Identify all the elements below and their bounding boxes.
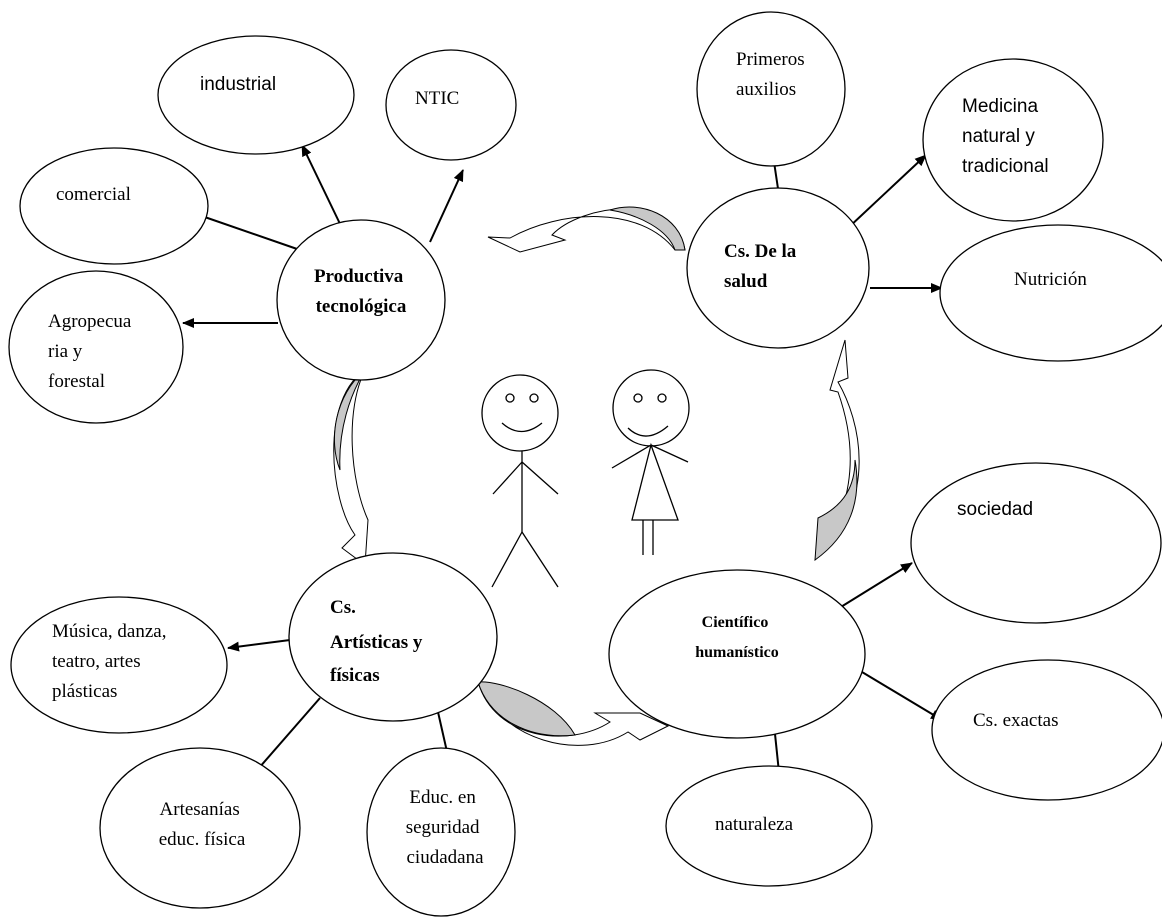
leaf-artesanias-line-2: educ. física: [159, 829, 246, 850]
curved-arrow-salud-to-productiva: [487, 206, 686, 253]
hub-artisticas: Cs. Artísticas y físicas: [288, 552, 498, 722]
leaf-educ-seguridad-line-1: Educ. en: [409, 787, 476, 808]
leaf-agropecuaria-line-2: ria y: [48, 341, 83, 362]
leaf-ntic-label: NTIC: [415, 88, 459, 109]
leaf-artesanias: Artesanías educ. física: [99, 747, 301, 909]
svg-text:Música, danza, teatro, a: Música, danza, teatro, artes plásticas: [52, 621, 171, 702]
leaf-musica-line-1: Música, danza,: [52, 621, 166, 642]
arrow-to-medicina: [847, 154, 927, 229]
girl-figure: [611, 369, 690, 555]
leaf-artesanias-line-1: Artesanías: [160, 799, 240, 820]
leaf-primeros-auxilios: Primeros auxilios: [696, 11, 846, 167]
leaf-educ-seguridad-line-3: ciudadana: [406, 847, 484, 868]
connectors: [182, 134, 943, 785]
svg-text:Cs. Artísticas y f: Cs. Artísticas y físicas: [330, 597, 427, 686]
curved-arrow-cientifico-to-salud: [814, 339, 860, 562]
hub-cientifico-line-1: Científico: [702, 614, 769, 631]
svg-text:naturaleza: naturaleza: [715, 814, 794, 835]
leaf-medicina-line-2: natural y: [962, 126, 1035, 147]
arrow-to-industrial: [301, 144, 343, 229]
svg-text:Productiva tecnológica: Productiva tecnológica: [314, 266, 408, 317]
hub-artisticas-line-1: Cs.: [330, 597, 356, 618]
hub-salud-line-2: salud: [724, 271, 768, 292]
leaf-agropecuaria: Agropecua ria y forestal: [8, 270, 184, 424]
hub-cientifico: Científico humanístico: [608, 569, 866, 739]
svg-text:Cs. De la salud: Cs. De la salud: [724, 241, 801, 292]
svg-text:sociedad: sociedad: [957, 499, 1033, 520]
leaf-musica: Música, danza, teatro, artes plásticas: [10, 596, 228, 734]
svg-text:Medicina natural y: Medicina natural y tradicional: [962, 96, 1049, 177]
svg-text:Nutrición: Nutrición: [1014, 269, 1087, 290]
leaf-educ-seguridad: Educ. en seguridad ciudadana: [366, 747, 516, 917]
hub-artisticas-line-3: físicas: [330, 665, 380, 686]
boy-figure: [481, 374, 559, 588]
leaf-medicina-line-3: tradicional: [962, 156, 1049, 177]
leaf-primeros-auxilios-line-2: auxilios: [736, 79, 796, 100]
leaf-naturaleza: naturaleza: [665, 765, 873, 887]
svg-text:NTIC: NTIC: [415, 88, 459, 109]
leaf-naturaleza-label: naturaleza: [715, 814, 794, 835]
arrow-to-musica: [227, 639, 291, 652]
svg-text:industrial: industrial: [200, 74, 276, 95]
leaf-nutricion: Nutrición: [939, 224, 1162, 362]
leaf-industrial: industrial: [157, 35, 355, 155]
svg-text:Artesanías educ. física: Artesanías educ. física: [159, 799, 246, 850]
curved-arrow-productiva-to-artisticas: [333, 368, 369, 566]
hub-salud: Cs. De la salud: [686, 187, 870, 349]
leaf-primeros-auxilios-line-1: Primeros: [736, 49, 805, 70]
leaf-industrial-label: industrial: [200, 74, 276, 95]
svg-text:Educ. en seguridad: Educ. en seguridad ciudadana: [406, 787, 485, 868]
leaf-educ-seguridad-line-2: seguridad: [406, 817, 480, 838]
arrow-to-comercial: [195, 212, 301, 251]
svg-text:Cs. exactas: Cs. exactas: [973, 710, 1058, 731]
leaf-nutricion-label: Nutrición: [1014, 269, 1087, 290]
svg-text:Primeros auxilios: Primeros auxilios: [736, 49, 809, 100]
leaf-comercial: comercial: [19, 147, 209, 265]
arrow-to-sociedad: [835, 562, 913, 611]
leaf-musica-line-3: plásticas: [52, 681, 117, 702]
leaf-agropecuaria-line-1: Agropecua: [48, 311, 132, 332]
svg-text:comercial: comercial: [56, 184, 131, 205]
arrow-to-ntic: [429, 169, 464, 243]
hub-salud-line-1: Cs. De la: [724, 241, 797, 262]
arrow-to-cs-exactas: [861, 671, 943, 721]
hub-productiva: Productiva tecnológica: [276, 219, 446, 381]
leaf-musica-line-2: teatro, artes: [52, 651, 141, 672]
hub-productiva-line-1: Productiva: [314, 266, 404, 287]
leaf-medicina-line-1: Medicina: [962, 96, 1038, 117]
svg-text:Agropecua ria y fo: Agropecua ria y forestal: [48, 311, 136, 392]
leaf-cs-exactas-label: Cs. exactas: [973, 710, 1058, 731]
leaf-sociedad: sociedad: [910, 462, 1162, 624]
svg-text:Científico humanístico: Científico humanístico: [695, 614, 779, 661]
leaf-agropecuaria-line-3: forestal: [48, 371, 105, 392]
leaf-ntic: NTIC: [385, 49, 517, 161]
leaf-cs-exactas: Cs. exactas: [931, 659, 1162, 801]
leaf-sociedad-label: sociedad: [957, 499, 1033, 520]
hub-artisticas-line-2: Artísticas y: [330, 632, 423, 653]
curved-arrow-artisticas-to-cientifico: [477, 681, 670, 746]
leaf-comercial-label: comercial: [56, 184, 131, 205]
hub-productiva-line-2: tecnológica: [316, 296, 407, 317]
leaf-medicina: Medicina natural y tradicional: [922, 58, 1104, 222]
hub-cientifico-line-2: humanístico: [695, 644, 779, 661]
